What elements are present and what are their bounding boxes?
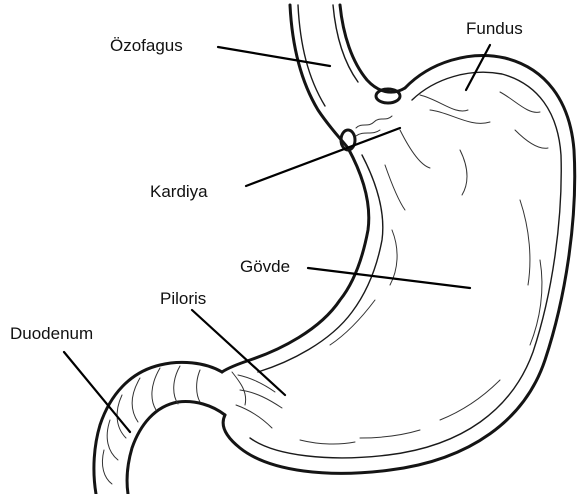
label-duodenum: Duodenum (10, 325, 93, 342)
leader-lines (64, 45, 490, 432)
duodenum-tube (94, 362, 225, 494)
label-kardiya: Kardiya (150, 183, 208, 200)
gastric-folds (300, 92, 548, 444)
esophagus (290, 5, 405, 148)
leader-ozofagus (218, 47, 330, 66)
leader-govde (308, 268, 470, 288)
leader-fundus (466, 45, 490, 90)
label-ozofagus: Özofagus (110, 37, 183, 54)
pylorus (232, 372, 282, 428)
label-fundus: Fundus (466, 20, 523, 37)
leader-kardiya (246, 128, 400, 186)
label-govde: Gövde (240, 258, 290, 275)
leader-duodenum (64, 352, 130, 432)
cardiac-sphincter (341, 89, 400, 150)
label-piloris: Piloris (160, 290, 206, 307)
